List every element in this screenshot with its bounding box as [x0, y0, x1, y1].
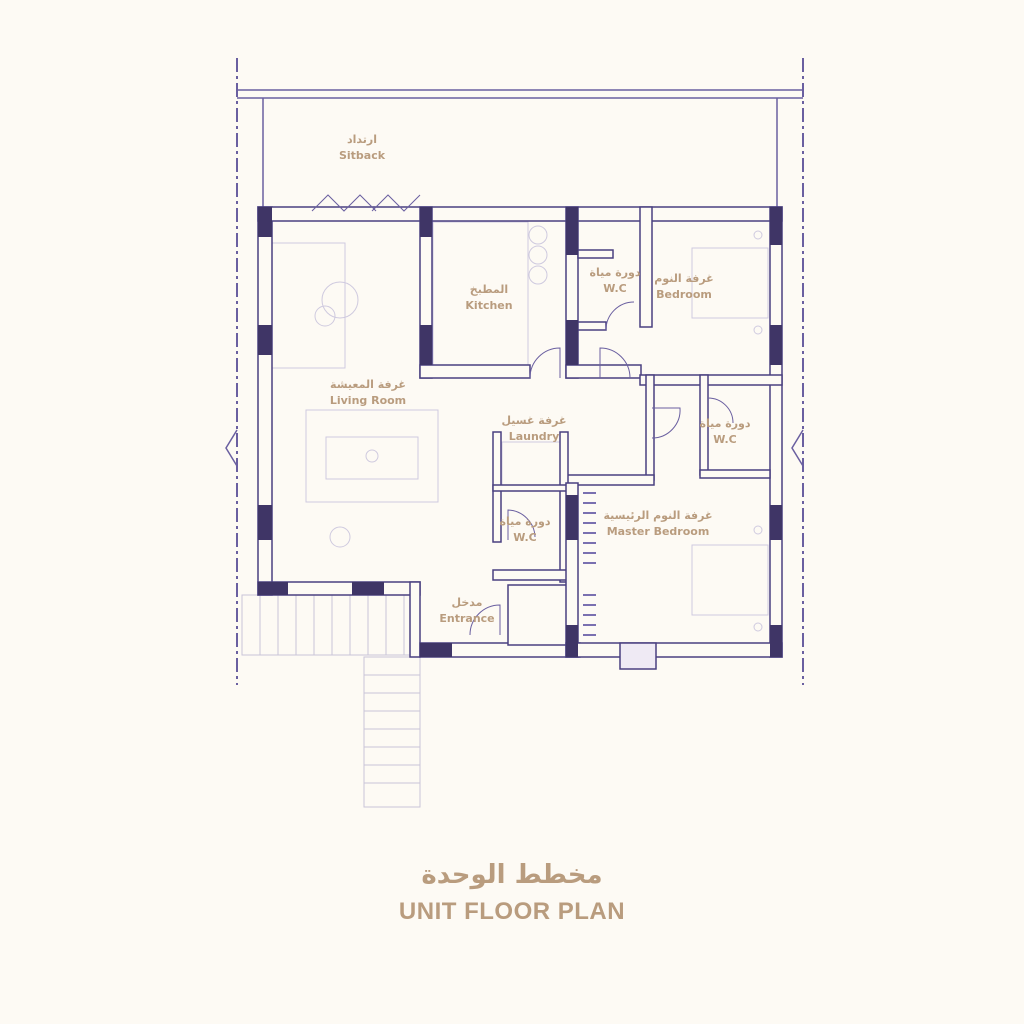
- plan-title: UNIT FLOOR PLAN: [398, 898, 626, 925]
- room-label-en: Bedroom: [656, 288, 712, 301]
- room-label-laundry: غرفة غسيل Laundry: [501, 413, 566, 445]
- room-label-ar: غرفة غسيل: [501, 414, 567, 427]
- room-label-ar: غرفة النوم: [654, 272, 714, 285]
- room-label-ar: غرفة النوم الرئيسية: [603, 509, 713, 522]
- room-label-en: Kitchen: [465, 299, 513, 312]
- room-label-bedroom: غرفة النوم Bedroom: [654, 271, 713, 303]
- room-label-ar: ارتداد: [346, 133, 377, 146]
- room-label-ar: غرفة المعيشة: [330, 378, 406, 391]
- room-label-sitback: ارتداد Sitback: [339, 132, 385, 164]
- room-label-master-bedroom: غرفة النوم الرئيسية Master Bedroom: [604, 508, 713, 540]
- property-lines: [225, 58, 804, 685]
- room-label-en: W.C: [513, 531, 537, 544]
- room-label-living-room: غرفة المعيشة Living Room: [330, 377, 406, 409]
- room-label-ar: مدخل: [451, 596, 483, 609]
- room-label-en: Entrance: [439, 612, 495, 625]
- room-label-kitchen: المطبخ Kitchen: [465, 282, 512, 314]
- room-label-wc-1: دورة مياة W.C: [589, 265, 640, 297]
- room-label-ar: دورة مياة: [589, 266, 641, 279]
- room-label-ar: دورة مياة: [499, 515, 551, 528]
- plan-title-arabic: مخطط الوحدة: [421, 860, 603, 890]
- room-label-wc-3: دورة مياة W.C: [699, 416, 750, 448]
- structural-columns: [258, 207, 782, 657]
- room-label-en: W.C: [603, 282, 627, 295]
- room-label-en: Master Bedroom: [606, 525, 710, 538]
- room-label-en: Living Room: [329, 394, 407, 407]
- room-label-en: Sitback: [338, 149, 386, 162]
- room-label-en: Laundry: [508, 430, 560, 443]
- entrance-stairs: [241, 594, 421, 808]
- doors: [311, 194, 734, 636]
- room-label-ar: المطبخ: [469, 283, 509, 296]
- room-label-ar: دورة مياة: [699, 417, 751, 430]
- closet-hangers: [583, 492, 596, 636]
- room-label-wc-2: دورة مياة W.C: [499, 514, 550, 546]
- room-label-entrance: مدخل Entrance: [439, 595, 494, 627]
- room-label-en: W.C: [713, 433, 737, 446]
- interior-walls: [257, 206, 783, 670]
